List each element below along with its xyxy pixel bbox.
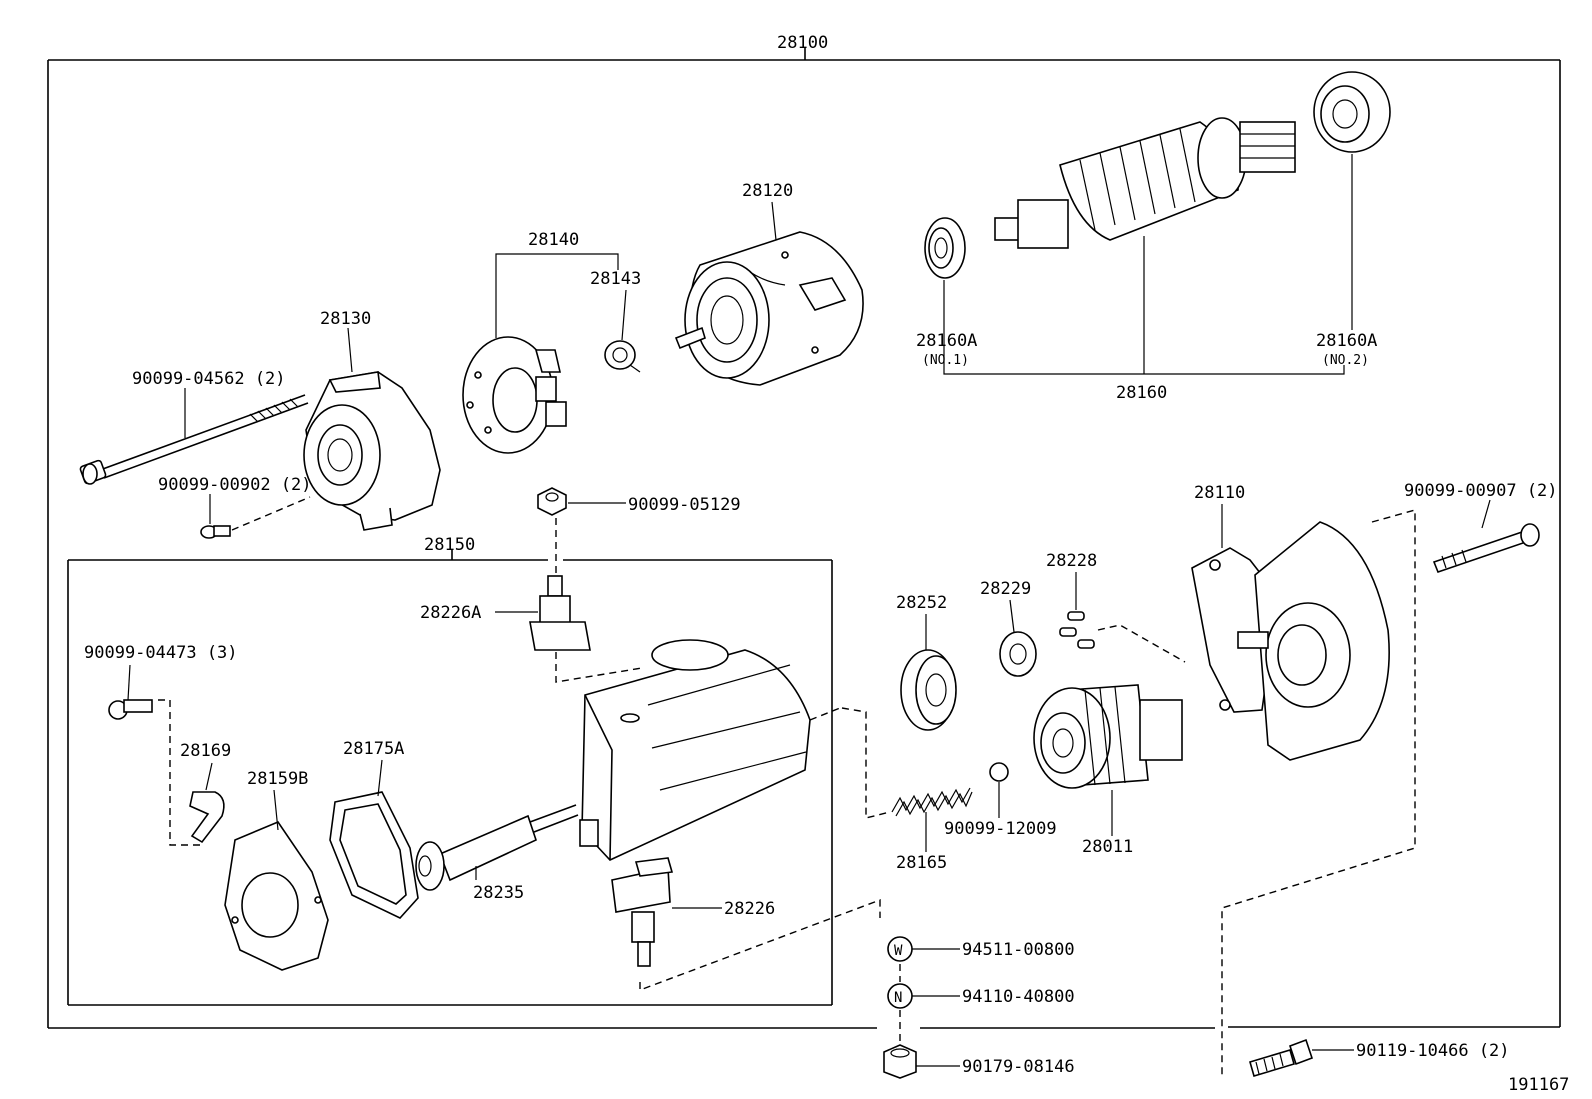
- figure-id: 191167: [1508, 1075, 1569, 1095]
- nut-symbol: N: [894, 990, 902, 1006]
- part-labels: 28100 28150 28130 90099-04562 (2) 90099-…: [84, 33, 1569, 1095]
- screw-cover-part: [108, 699, 153, 720]
- magnetic-switch-housing-part: [579, 639, 811, 861]
- steel-ball-part: [989, 762, 1009, 782]
- label-brush-spring: 28143: [590, 269, 641, 289]
- label-end-cover: 28159B: [247, 769, 308, 789]
- label-cap-nut: 90179-08146: [962, 1057, 1075, 1077]
- idle-gear-part: [900, 649, 957, 731]
- plunger-part: [415, 804, 579, 891]
- field-frame-part: [674, 231, 864, 386]
- label-clip: 28169: [180, 741, 231, 761]
- washer-symbol: W: [894, 943, 903, 959]
- label-clutch: 28011: [1082, 837, 1133, 857]
- housing-part: [1191, 521, 1390, 761]
- label-commutator-end-frame: 28130: [320, 309, 371, 329]
- label-bearing-no2: 28160A: [1316, 331, 1377, 351]
- label-terminal-kit-a: 28226A: [420, 603, 481, 623]
- label-bolt-mount: 90119-10466 (2): [1356, 1041, 1510, 1061]
- terminal-nut-part: [537, 487, 567, 516]
- label-nut-terminal: 90099-05129: [628, 495, 741, 515]
- label-bearing-no1-note: (NO.1): [922, 353, 969, 368]
- label-idle-gear: 28252: [896, 593, 947, 613]
- label-nut: 94110-40800: [962, 987, 1075, 1007]
- yoke-group-frame: [67, 550, 833, 1006]
- through-bolt-part: [79, 394, 309, 485]
- label-terminal-kit: 28226: [724, 899, 775, 919]
- gasket-part: [329, 791, 419, 919]
- clip-part: [189, 791, 225, 844]
- bearing-no2-part: [1313, 71, 1391, 153]
- label-plunger: 28235: [473, 883, 524, 903]
- label-steel-ball: 90099-12009: [944, 819, 1057, 839]
- bolt-housing-part: [1432, 523, 1540, 574]
- label-washer: 94511-00800: [962, 940, 1075, 960]
- label-yoke-group: 28150: [424, 535, 475, 555]
- terminal-kit-part: [611, 857, 674, 967]
- terminal-kit-a-part: [529, 575, 591, 651]
- label-bolt-housing: 90099-00907 (2): [1404, 481, 1558, 501]
- cap-nut-part: [883, 1044, 917, 1079]
- bolt-mount-part: [1249, 1038, 1314, 1077]
- label-brush-holder: 28140: [528, 230, 579, 250]
- assembly-frame: [47, 48, 1561, 1029]
- clutch-part: [1033, 684, 1183, 789]
- label-bearing-no1: 28160A: [916, 331, 977, 351]
- roller-part: [1059, 611, 1095, 649]
- label-retainer: 28229: [980, 579, 1031, 599]
- commutator-end-frame-part: [303, 371, 441, 531]
- label-spring: 28165: [896, 853, 947, 873]
- brush-holder-part: [462, 336, 567, 454]
- label-assembly: 28100: [777, 33, 828, 53]
- label-through-bolt: 90099-04562 (2): [132, 369, 286, 389]
- end-cover-part: [224, 821, 329, 971]
- label-screw-cover: 90099-04473 (3): [84, 643, 238, 663]
- retainer-part: [999, 631, 1037, 677]
- brush-spring-part: [604, 340, 641, 373]
- spring-part: [891, 787, 973, 817]
- label-roller: 28228: [1046, 551, 1097, 571]
- bearing-no1-part: [924, 217, 966, 279]
- label-screw-end-frame: 90099-00902 (2): [158, 475, 312, 495]
- label-field-frame: 28120: [742, 181, 793, 201]
- label-housing: 28110: [1194, 483, 1245, 503]
- leader-lines: [127, 154, 1491, 1067]
- label-gasket: 28175A: [343, 739, 404, 759]
- label-bearing-no2-note: (NO.2): [1322, 353, 1369, 368]
- armature-part: [994, 117, 1296, 249]
- label-armature: 28160: [1116, 383, 1167, 403]
- screw-end-frame-part: [200, 525, 231, 539]
